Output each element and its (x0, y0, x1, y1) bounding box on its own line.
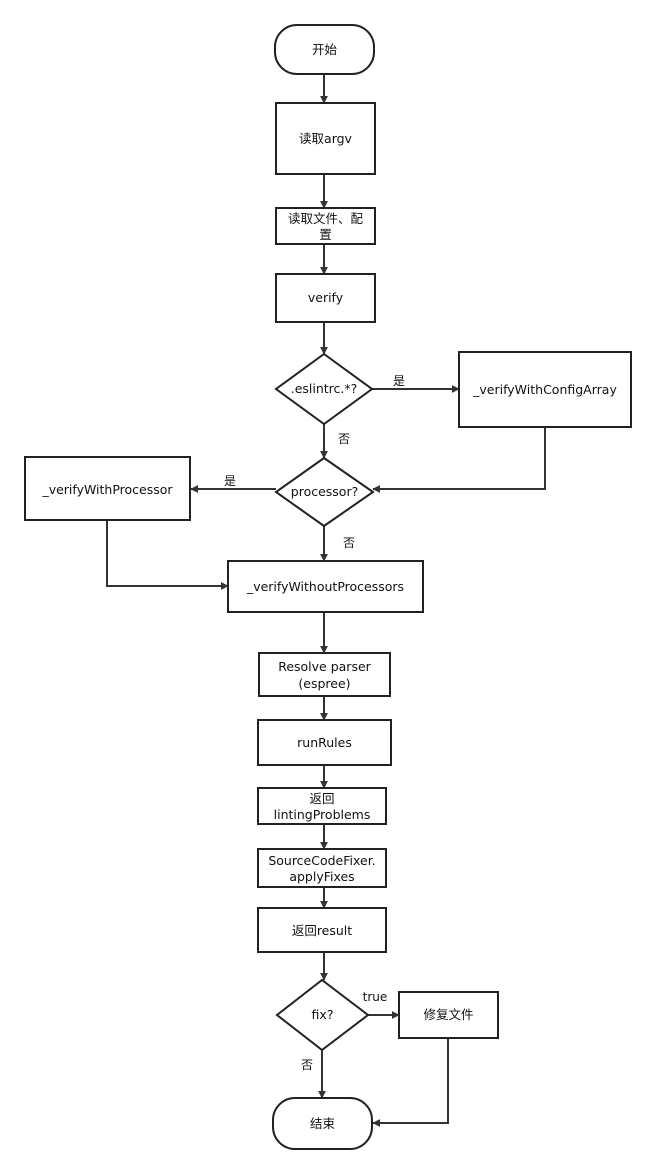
edge-config-array-to-processor (372, 427, 546, 493)
edge-label-processor-yes: 是 (224, 474, 236, 488)
read-file-config-label-line1: 读取文件、配 (288, 211, 364, 226)
eslintrc-label: .eslintrc.*? (291, 381, 358, 396)
edge-label-fix-true: true (363, 990, 388, 1004)
processor-label: processor? (291, 484, 358, 499)
processor-decision: processor? (274, 456, 375, 528)
verify-with-config-array-label: _verifyWithConfigArray (472, 382, 617, 397)
edges (106, 74, 546, 1127)
resolve-parser-label-line1: Resolve parser (278, 659, 371, 674)
edge-fix-files-to-end (372, 1038, 449, 1127)
verify-label: verify (308, 290, 344, 305)
return-result-label: 返回result (292, 923, 352, 938)
edge-label-fix-no: 否 (301, 1058, 313, 1072)
read-argv-node: 读取argv (275, 102, 376, 175)
return-linting-problems-label-line2: lintingProblems (274, 807, 371, 822)
edge-label-eslintrc-yes: 是 (393, 374, 405, 388)
return-result-node: 返回result (257, 907, 387, 953)
return-linting-problems-node: 返回 lintingProblems (257, 787, 387, 825)
resolve-parser-node: Resolve parser (espree) (258, 652, 391, 697)
fix-decision: fix? (275, 978, 370, 1052)
start-label: 开始 (312, 42, 338, 57)
read-argv-label: 读取argv (299, 131, 353, 146)
run-rules-node: runRules (257, 719, 392, 766)
end-label: 结束 (310, 1116, 336, 1131)
verify-without-processors-node: _verifyWithoutProcessors (227, 560, 424, 613)
source-code-fixer-node: SourceCodeFixer. applyFixes (257, 848, 387, 888)
edge-label-eslintrc-no: 否 (338, 432, 350, 446)
verify-with-processor-node: _verifyWithProcessor (24, 456, 191, 521)
verify-node: verify (275, 273, 376, 323)
verify-with-config-array-node: _verifyWithConfigArray (458, 351, 632, 428)
source-code-fixer-label-line2: applyFixes (289, 869, 354, 884)
return-linting-problems-label-line1: 返回 (309, 791, 334, 806)
read-file-config-node: 读取文件、配 置 (275, 207, 376, 245)
eslintrc-decision: .eslintrc.*? (274, 352, 374, 426)
fix-files-node: 修复文件 (398, 991, 499, 1039)
fix-label: fix? (312, 1007, 334, 1022)
verify-without-processors-label: _verifyWithoutProcessors (246, 579, 404, 594)
run-rules-label: runRules (297, 735, 352, 750)
resolve-parser-label-line2: (espree) (298, 676, 350, 691)
edge-label-processor-no: 否 (343, 536, 355, 550)
edge-with-processor-to-without (106, 520, 229, 590)
start-node: 开始 (274, 24, 375, 75)
verify-with-processor-label: _verifyWithProcessor (41, 482, 173, 497)
read-file-config-label-line2: 置 (319, 227, 332, 242)
fix-files-label: 修复文件 (423, 1007, 473, 1022)
end-node: 结束 (272, 1097, 373, 1150)
source-code-fixer-label-line1: SourceCodeFixer. (268, 853, 375, 868)
